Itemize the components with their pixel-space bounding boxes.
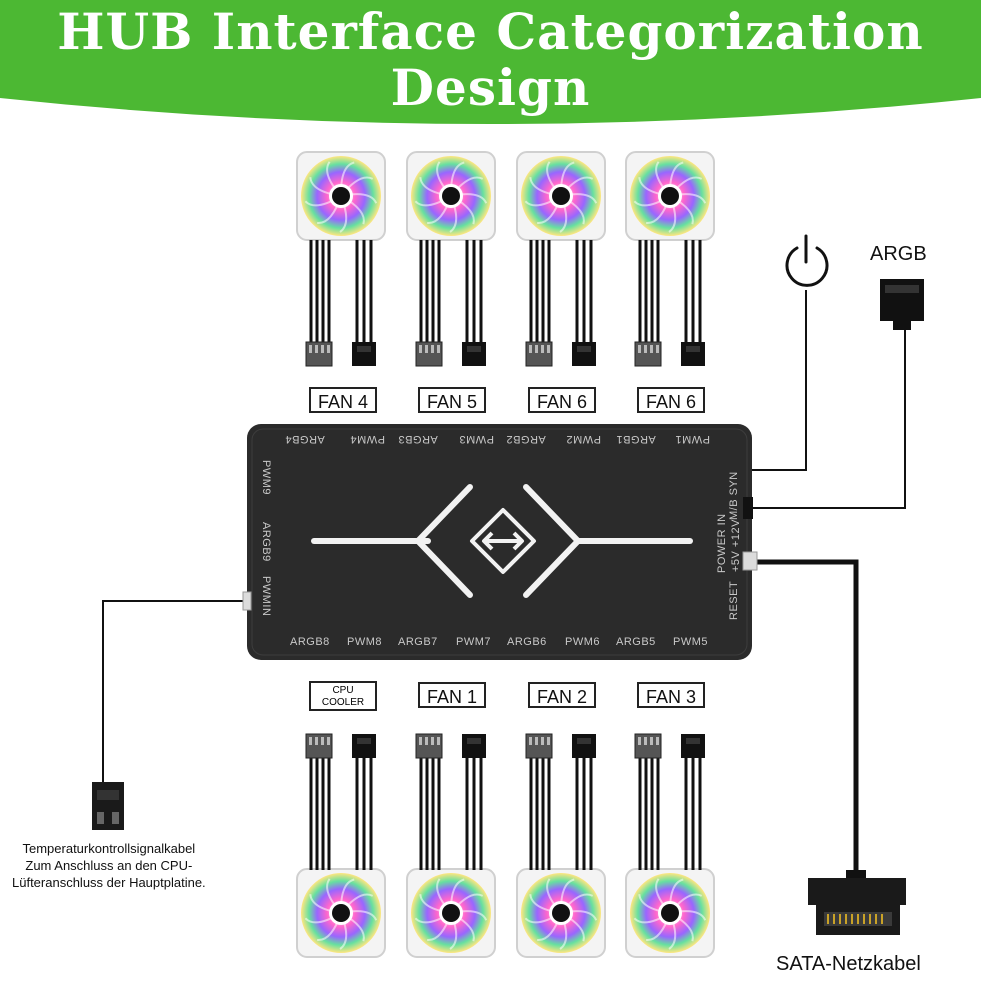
port-argb3: ARGB3 — [398, 433, 438, 445]
title-banner: HUB Interface Categorization Design — [0, 0, 981, 135]
temp-label-line-1: Temperaturkontrollsignalkabel — [22, 841, 196, 856]
fan-cable-bottom-3 — [529, 758, 593, 870]
fan-connector-top-1 — [305, 341, 376, 367]
fan-cable-bottom-4 — [638, 758, 702, 870]
fan-cable-top-1 — [309, 240, 373, 342]
title-line-2: Design — [390, 58, 591, 117]
port-argb4: ARGB4 — [285, 433, 325, 445]
power-icon — [785, 234, 829, 287]
rgb-fan-bottom-4 — [625, 868, 715, 958]
rgb-fan-bottom-1 — [296, 868, 386, 958]
port-pwm4: PWM4 — [350, 433, 385, 445]
fan-cable-bottom-2 — [419, 758, 483, 870]
port-argb2: ARGB2 — [506, 433, 546, 445]
fan-label-bottom-2: FAN 2 — [528, 682, 596, 708]
port-argb9: ARGB9 — [260, 522, 272, 562]
fan-label-top-2: FAN 5 — [418, 387, 486, 413]
power-in-port — [742, 551, 758, 571]
port-pwm3: PWM3 — [459, 433, 494, 445]
port-pwm8: PWM8 — [347, 636, 382, 648]
port-power-in: POWER IN — [716, 513, 728, 573]
port-argb6: ARGB6 — [507, 636, 547, 648]
rgb-fan-bottom-3 — [516, 868, 606, 958]
fan-cable-top-2 — [419, 240, 483, 342]
fan-cable-bottom-1 — [309, 758, 373, 870]
port-pwm9: PWM9 — [260, 460, 272, 495]
port-pwmin: PWMIN — [260, 576, 272, 617]
sata-connector — [808, 870, 906, 935]
fan-cable-top-4 — [638, 240, 702, 342]
port-pwm6: PWM6 — [565, 636, 600, 648]
fan-connector-top-4 — [634, 341, 705, 367]
port-argb7: ARGB7 — [398, 636, 438, 648]
argb-connector — [880, 279, 924, 330]
pwmin-port — [242, 591, 252, 611]
sata-label: SATA-Netzkabel — [776, 953, 921, 975]
rgb-fan-top-4 — [625, 151, 715, 241]
port-reset: RESET — [728, 580, 740, 620]
port-mb-syn: M/B SYN — [728, 471, 740, 520]
fan-connector-top-3 — [525, 341, 596, 367]
fan-label-top-4: FAN 6 — [637, 387, 705, 413]
argb-label: ARGB — [870, 243, 927, 265]
msync-port — [743, 497, 753, 519]
fan-label-bottom-3: FAN 3 — [637, 682, 705, 708]
port-pwm5: PWM5 — [673, 636, 708, 648]
title-line-1: HUB Interface Categorization — [57, 2, 924, 61]
port-voltage: +5V +12V — [730, 519, 742, 572]
port-argb5: ARGB5 — [616, 636, 656, 648]
fan-connector-bottom-2 — [415, 733, 486, 759]
rgb-fan-bottom-2 — [406, 868, 496, 958]
temp-label-line-3: Lüfteranschluss der Hauptplatine. — [12, 875, 206, 890]
fan-cable-top-3 — [529, 240, 593, 342]
fan-label-top-1: FAN 4 — [309, 387, 377, 413]
hub-logo — [311, 484, 693, 598]
fan-connector-bottom-4 — [634, 733, 705, 759]
fan-connector-top-2 — [415, 341, 486, 367]
rgb-fan-top-3 — [516, 151, 606, 241]
fan-connector-bottom-3 — [525, 733, 596, 759]
bidirectional-arrow-icon — [470, 508, 536, 574]
port-argb8: ARGB8 — [290, 636, 330, 648]
fan-connector-bottom-1 — [305, 733, 376, 759]
temp-label: Temperaturkontrollsignalkabel Zum Anschl… — [12, 840, 206, 891]
port-pwm1: PWM1 — [675, 433, 710, 445]
port-pwm7: PWM7 — [456, 636, 491, 648]
rgb-fan-top-2 — [406, 151, 496, 241]
port-argb1: ARGB1 — [616, 433, 656, 445]
cpu-cooler-label: CPU COOLER — [309, 681, 377, 711]
temp-connector — [92, 782, 124, 830]
banner-background — [0, 0, 981, 124]
temp-label-line-2: Zum Anschluss an den CPU- — [25, 858, 193, 873]
fan-label-top-3: FAN 6 — [528, 387, 596, 413]
port-pwm2: PWM2 — [566, 433, 601, 445]
fan-label-bottom-1: FAN 1 — [418, 682, 486, 708]
rgb-fan-top-1 — [296, 151, 386, 241]
